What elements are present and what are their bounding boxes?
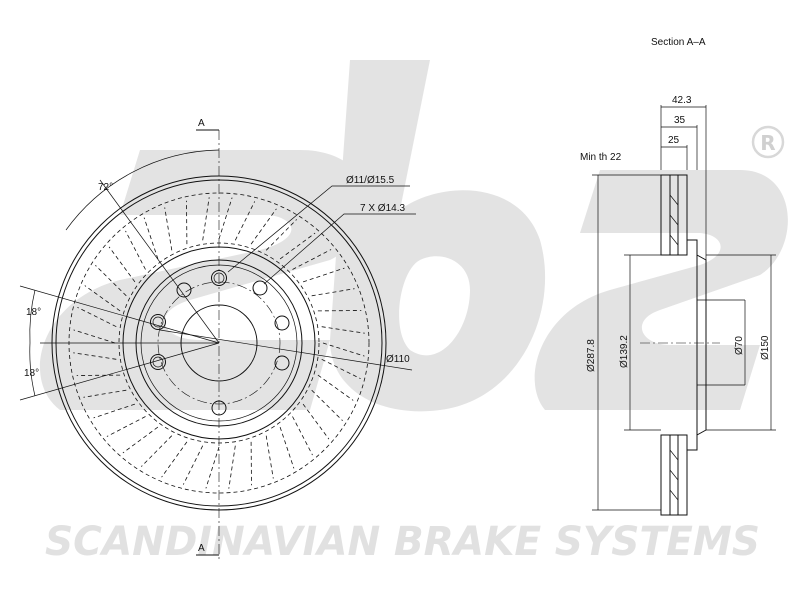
vent-slot <box>73 329 116 344</box>
angle-18-lower: 18° <box>24 368 39 379</box>
dim-outer-diameter: Ø287.8 <box>586 339 597 372</box>
bolt-hole <box>150 354 166 370</box>
vent-slot <box>234 201 256 241</box>
watermark-company: SCANDINAVIAN BRAKE SYSTEMS <box>45 519 760 565</box>
vent-slot <box>321 358 361 380</box>
vent-slot <box>83 389 127 398</box>
bolt-hole <box>252 280 268 296</box>
vent-slot <box>250 208 277 245</box>
vent-slot <box>292 416 313 456</box>
section-marker-top: A <box>198 118 205 129</box>
section-view: Section A–A Min th 22 42.3 35 25 <box>580 37 776 516</box>
dim-hat-diameter: Ø150 <box>760 335 771 360</box>
vent-slot <box>164 207 173 251</box>
vent-slot <box>106 416 146 437</box>
bolt-hole <box>150 314 166 330</box>
vent-slot <box>265 435 274 479</box>
vent-slot <box>182 445 204 485</box>
vent-slot <box>77 306 117 328</box>
vent-slot <box>302 267 345 283</box>
vent-slot <box>311 389 343 421</box>
vent-slot <box>292 249 332 270</box>
vent-slot <box>322 342 365 357</box>
ventilation-slots <box>73 197 365 489</box>
disc-profile <box>640 174 745 516</box>
section-marker-bottom: A <box>198 543 205 554</box>
vent-slot <box>202 197 210 241</box>
vent-slot <box>279 232 316 260</box>
vent-slot <box>141 435 173 467</box>
dim-hub-diameter: Ø139.2 <box>619 335 630 368</box>
callout-holes-small: 7 X Ø14.3 <box>360 203 405 214</box>
vent-slot <box>205 446 220 489</box>
vent-slot <box>321 326 365 334</box>
front-view: A A 72° 18° 18° Ø110 Ø11/Ø15.5 7 X Ø14.3 <box>19 118 416 560</box>
vent-slot <box>311 288 355 297</box>
dim-hat-height: 35 <box>674 115 686 126</box>
vent-slot <box>125 230 146 270</box>
section-title: Section A–A <box>651 37 706 48</box>
vent-slot <box>317 374 354 401</box>
dim-overall-width: 42.3 <box>672 95 692 106</box>
vent-slot <box>73 352 117 360</box>
vent-slot <box>161 441 188 478</box>
min-thickness: Min th 22 <box>580 152 622 163</box>
registered-mark: R <box>751 125 785 159</box>
bolt-hole <box>176 282 192 298</box>
dim-center-bore: Ø70 <box>734 336 745 355</box>
vent-slot <box>228 445 236 489</box>
vent-slot <box>84 285 121 312</box>
vent-slot <box>279 426 295 469</box>
vent-slot <box>95 265 127 297</box>
dim-pcd: Ø110 <box>386 354 410 365</box>
vent-slot <box>302 403 330 440</box>
bolt-hole <box>274 315 290 331</box>
vent-slot <box>265 219 297 251</box>
angle-72: 72° <box>98 182 113 193</box>
angle-18-upper: 18° <box>26 307 41 318</box>
vent-slot <box>143 217 159 260</box>
callout-holes-large: Ø11/Ø15.5 <box>346 175 395 186</box>
vent-slot <box>122 426 159 454</box>
svg-text:R: R <box>760 131 775 155</box>
bolt-hole <box>274 355 290 371</box>
dim-disc-thickness: 25 <box>668 135 680 146</box>
vent-slot <box>93 403 136 419</box>
vent-slot <box>108 246 136 283</box>
vent-slot <box>218 197 233 240</box>
